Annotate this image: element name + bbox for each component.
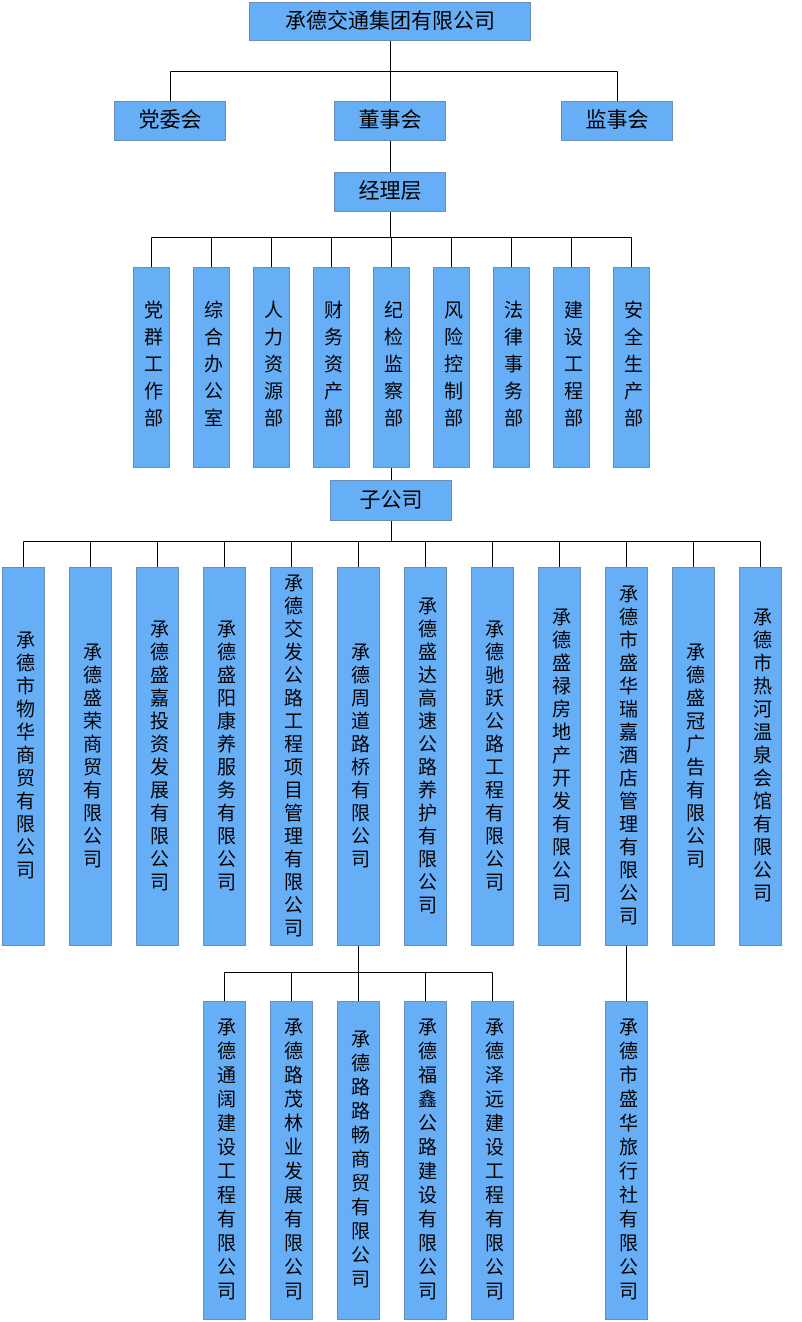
node-subsidiary-3: 承德盛嘉投资发展有限公司 [136,567,179,946]
node-grandchild-1: 承德通阔建设工程有限公司 [203,1001,246,1320]
node-label: 承德交通集团有限公司 [285,9,495,33]
node-label: 承德市热河温泉会馆有限公司 [750,607,771,906]
node-subsidiary-2: 承德盛荣商贸有限公司 [69,567,112,946]
node-label: 监事会 [585,109,649,133]
node-label: 承德通阔建设工程有限公司 [214,1016,235,1305]
node-label: 承德福鑫公路建设有限公司 [415,1016,436,1305]
node-party-committee: 党委会 [114,101,226,141]
node-label: 承德泽远建设工程有限公司 [482,1016,503,1305]
node-label: 承德盛冠广告有限公司 [683,641,704,872]
node-dept-8: 建设工程部 [553,267,590,468]
node-management-layer: 经理层 [334,172,446,212]
node-subsidiary-9: 承德盛禄房地产开发有限公司 [538,567,581,946]
node-label: 承德市物华商贸有限公司 [13,630,34,883]
node-subsidiary-12: 承德市热河温泉会馆有限公司 [739,567,782,946]
node-label: 安全生产部 [621,300,642,435]
node-label: 风险控制部 [441,300,462,435]
node-subsidiary-10: 承德市盛华瑞嘉酒店管理有限公司 [605,567,648,946]
node-supervisory-board: 监事会 [561,101,673,141]
node-grandchild-4: 承德福鑫公路建设有限公司 [404,1001,447,1320]
node-grandchild-5: 承德泽远建设工程有限公司 [471,1001,514,1320]
node-grandchild-3: 承德路路畅商贸有限公司 [337,1001,380,1320]
node-subsidiary-5: 承德交发公路工程项目管理有限公司 [270,567,313,946]
node-label: 承德周道路桥有限公司 [348,641,369,872]
node-label: 承德交发公路工程项目管理有限公司 [281,572,302,941]
node-label: 纪检监察部 [381,300,402,435]
node-dept-2: 综合办公室 [193,267,230,468]
node-dept-6: 风险控制部 [433,267,470,468]
node-subsidiaries-group: 子公司 [330,480,452,521]
node-label: 建设工程部 [561,300,582,435]
node-subsidiary-7: 承德盛达高速公路养护有限公司 [404,567,447,946]
node-label: 董事会 [358,109,422,133]
node-label: 承德盛达高速公路养护有限公司 [415,595,436,918]
node-subsidiary-11: 承德盛冠广告有限公司 [672,567,715,946]
node-label: 综合办公室 [201,300,222,435]
node-label: 承德路茂林业发展有限公司 [281,1016,302,1305]
node-label: 承德驰跃公路工程有限公司 [482,618,503,895]
node-root-company: 承德交通集团有限公司 [249,2,531,41]
node-label: 财务资产部 [321,300,342,435]
node-label: 承德盛荣商贸有限公司 [80,641,101,872]
node-label: 承德市盛华旅行社有限公司 [616,1016,637,1305]
node-label: 承德路路畅商贸有限公司 [348,1028,369,1293]
node-subsidiary-4: 承德盛阳康养服务有限公司 [203,567,246,946]
node-dept-7: 法律事务部 [493,267,530,468]
node-dept-5: 纪检监察部 [373,267,410,468]
node-label: 承德盛阳康养服务有限公司 [214,618,235,895]
node-label: 人力资源部 [261,300,282,435]
node-subsidiary-6: 承德周道路桥有限公司 [337,567,380,946]
node-dept-1: 党群工作部 [133,267,170,468]
node-label: 承德盛禄房地产开发有限公司 [549,607,570,906]
node-label: 党委会 [138,109,202,133]
node-grandchild-2: 承德路茂林业发展有限公司 [270,1001,313,1320]
node-dept-9: 安全生产部 [613,267,650,468]
node-dept-4: 财务资产部 [313,267,350,468]
node-travel-agency: 承德市盛华旅行社有限公司 [605,1001,648,1320]
node-label: 法律事务部 [501,300,522,435]
node-dept-3: 人力资源部 [253,267,290,468]
node-board-of-directors: 董事会 [334,101,446,141]
node-label: 经理层 [358,180,422,204]
node-label: 党群工作部 [141,300,162,435]
node-label: 承德市盛华瑞嘉酒店管理有限公司 [616,584,637,929]
node-subsidiary-1: 承德市物华商贸有限公司 [2,567,45,946]
node-subsidiary-8: 承德驰跃公路工程有限公司 [471,567,514,946]
node-label: 承德盛嘉投资发展有限公司 [147,618,168,895]
node-label: 子公司 [359,488,423,512]
